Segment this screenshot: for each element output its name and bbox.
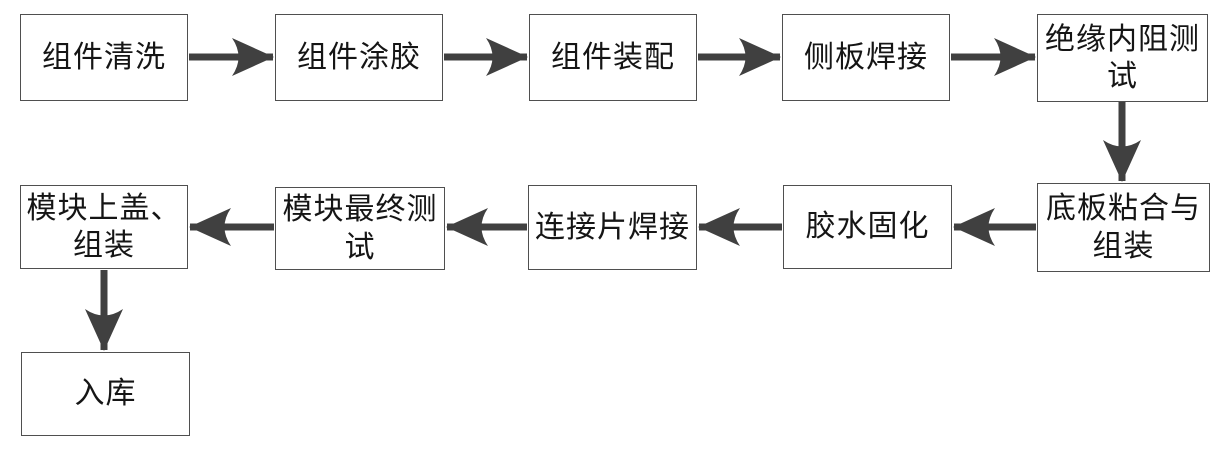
flow-node-label: 组件清洗 xyxy=(42,40,166,74)
flow-node-label: 组件涂胶 xyxy=(297,40,421,74)
flow-node-component-cleaning: 组件清洗 xyxy=(20,14,188,101)
flow-node-component-assembly: 组件装配 xyxy=(529,14,697,101)
flow-node-glue-curing: 胶水固化 xyxy=(783,185,952,269)
flow-node-module-final-test: 模块最终测 试 xyxy=(275,187,445,270)
flow-node-bottomplate-bonding-assembly: 底板粘合与 组装 xyxy=(1037,183,1210,272)
flow-node-sideplate-welding: 侧板焊接 xyxy=(782,14,950,101)
flow-node-label: 模块上盖、 组装 xyxy=(26,191,182,263)
flow-node-module-top-cover-assembly: 模块上盖、 组装 xyxy=(20,185,188,269)
flow-node-label: 模块最终测 试 xyxy=(282,193,438,264)
flow-node-warehousing: 入库 xyxy=(21,352,190,436)
flow-node-component-gluing: 组件涂胶 xyxy=(275,14,443,101)
flow-node-connector-welding: 连接片焊接 xyxy=(528,185,697,270)
flow-node-label: 底板粘合与 组装 xyxy=(1046,192,1201,263)
flow-node-label: 侧板焊接 xyxy=(804,40,928,74)
flow-node-label: 连接片焊接 xyxy=(535,210,690,244)
flow-node-insulation-resistance-test: 绝缘内阻测 试 xyxy=(1037,14,1208,102)
flow-node-label: 入库 xyxy=(74,377,137,411)
flow-node-label: 绝缘内阻测 试 xyxy=(1045,22,1200,94)
flow-node-label: 胶水固化 xyxy=(805,210,930,244)
flow-node-label: 组件装配 xyxy=(551,40,675,74)
